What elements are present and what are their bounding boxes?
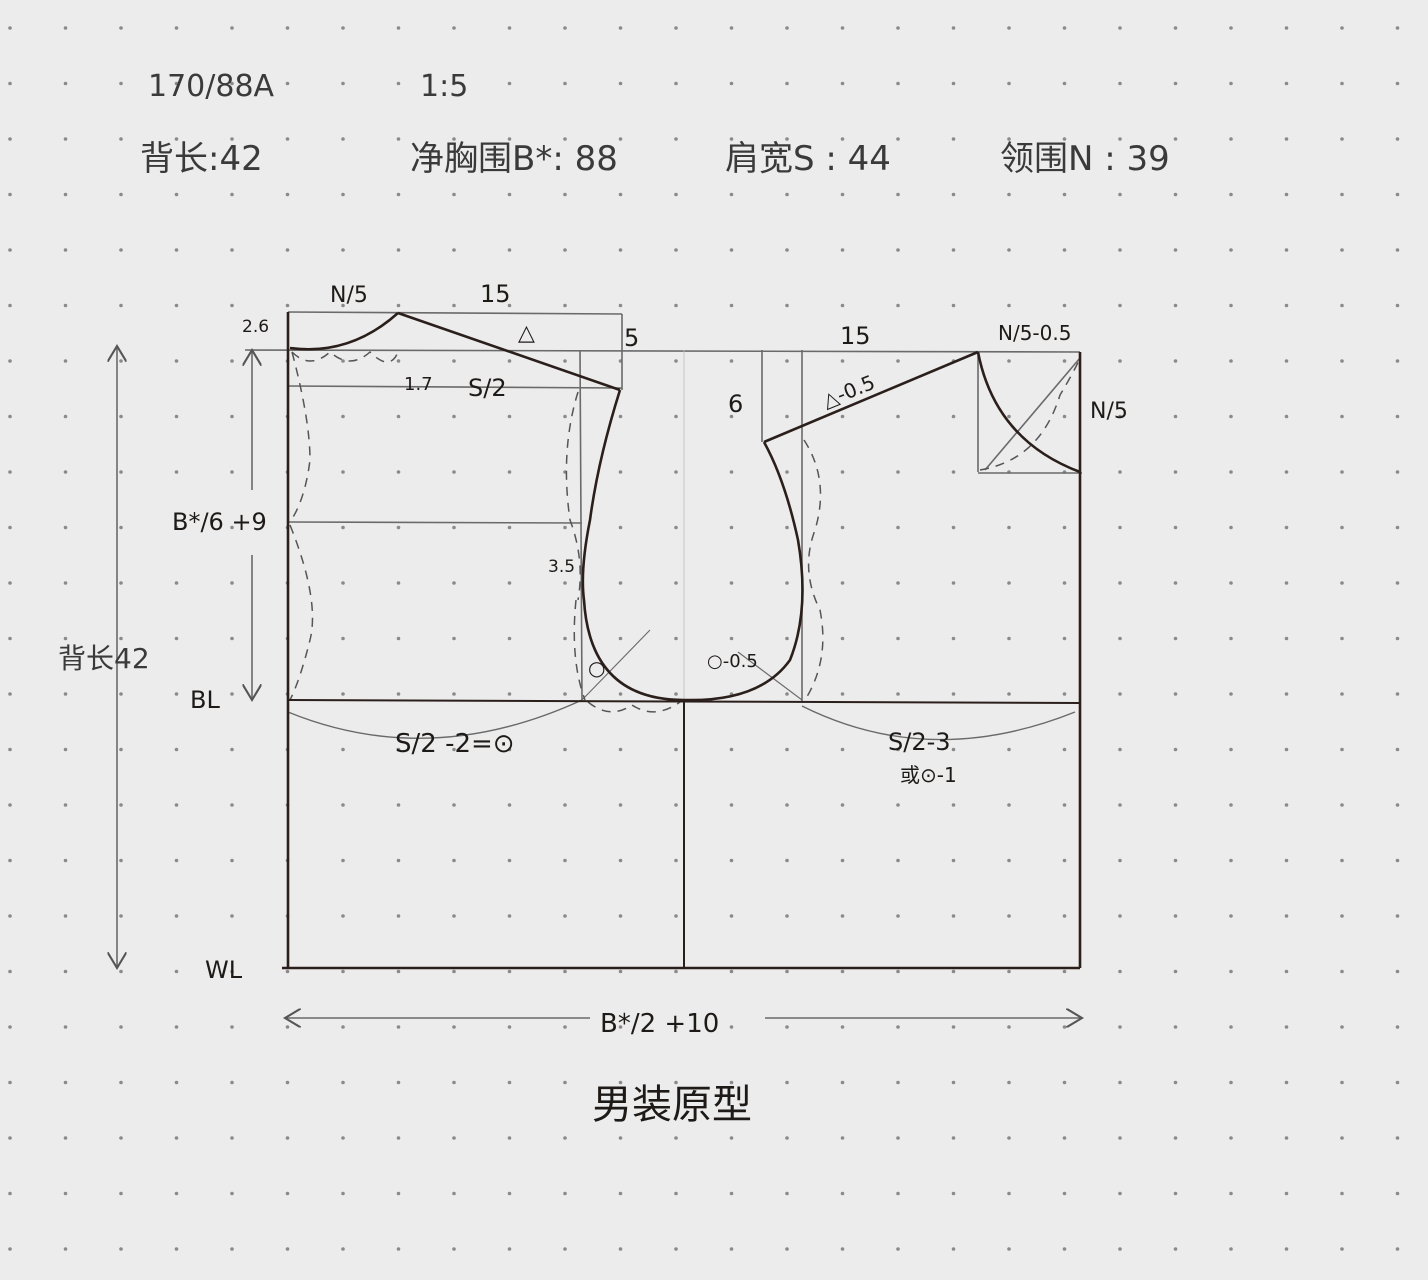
back-length-label: 背长42 [58, 642, 150, 675]
diagram-title: 男装原型 [592, 1082, 752, 1128]
back-shoulder-slope-label: △ [518, 321, 535, 346]
pattern-outline [282, 311, 1082, 970]
half-shoulder-label: S/2 [468, 374, 507, 402]
front-neck-depth-label: N/5 [1090, 399, 1128, 424]
armhole-ease-label: 3.5 [548, 557, 575, 577]
chest-width-label: S/2-3 [888, 728, 951, 756]
front-bisector-label: ○-0.5 [707, 651, 758, 672]
measure-back-length: 背长:42 [140, 139, 263, 179]
front-shoulder-drop-label: 6 [728, 390, 743, 418]
waist-line-label: WL [205, 956, 243, 984]
back-neck-rise-label: 2.6 [242, 317, 269, 337]
armhole-depth-label: B*/6 +9 [172, 508, 267, 536]
measure-neck: 领围N : 39 [1000, 139, 1170, 179]
back-bisector-label: ○ [588, 656, 605, 680]
total-width-label: B*/2 +10 [600, 1009, 719, 1039]
back-shoulder-length-label: 15 [480, 280, 511, 308]
measure-shoulder: 肩宽S : 44 [725, 139, 891, 179]
front-neck-width-label: N/5-0.5 [998, 321, 1071, 345]
header-text: 170/88A 1:5 背长:42 净胸围B*: 88 肩宽S : 44 领围N… [140, 69, 1170, 179]
size-spec: 170/88A [148, 69, 275, 104]
back-width-label: S/2 -2=⊙ [395, 729, 515, 759]
scale: 1:5 [420, 69, 468, 104]
bust-line-label: BL [190, 686, 220, 714]
measure-bust: 净胸围B*: 88 [410, 139, 618, 179]
back-neck-corner-label: 1.7 [404, 374, 433, 395]
diagram-labels: N/5 2.6 1.7 15 △ 5 S/2 B*/6 +9 3.5 ○ S/2… [58, 280, 1128, 1128]
chest-width-alt-label: 或⊙-1 [900, 763, 957, 787]
front-shoulder-length-label: 15 [840, 322, 871, 350]
back-neck-width-label: N/5 [330, 283, 368, 308]
dashed-guides [289, 350, 1081, 713]
back-shoulder-drop-label: 5 [624, 324, 639, 352]
